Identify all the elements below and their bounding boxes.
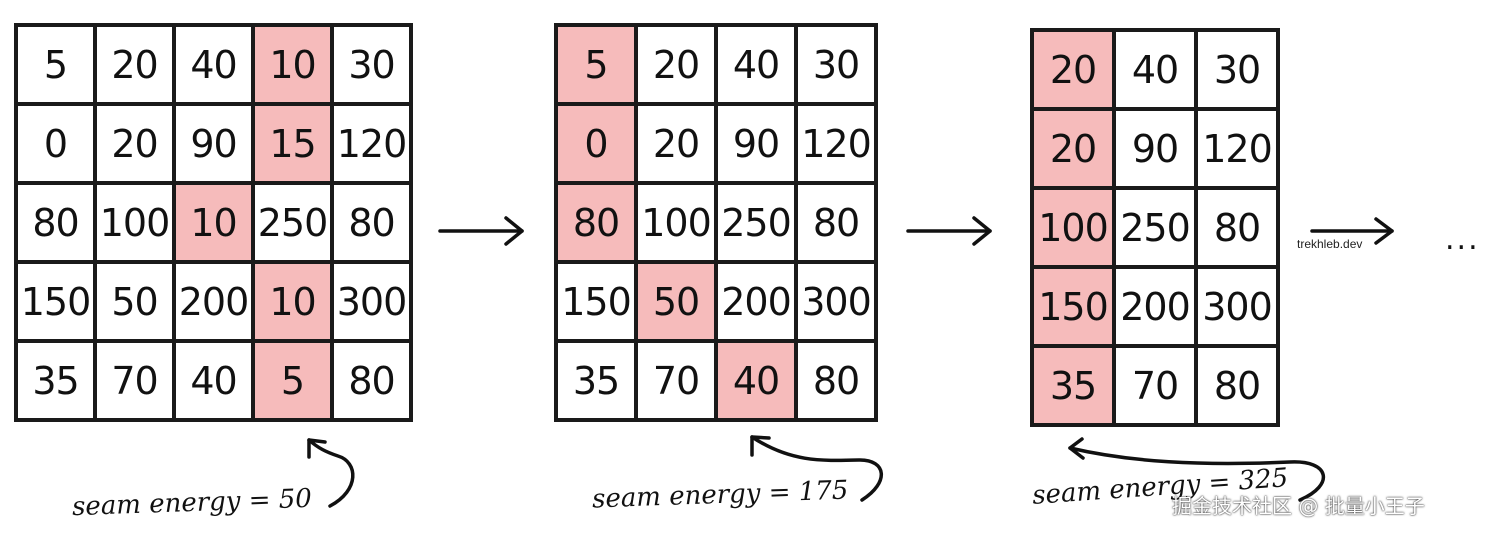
arrow-right-icon bbox=[1310, 217, 1394, 245]
grid-cell: 300 bbox=[798, 264, 878, 343]
seam-cell: 150 bbox=[1034, 269, 1116, 348]
grid-cell: 120 bbox=[1198, 111, 1280, 190]
grid-cell: 80 bbox=[334, 343, 413, 422]
seam-cell: 35 bbox=[1034, 348, 1116, 427]
grid-cell: 250 bbox=[718, 185, 798, 264]
grid-cell: 20 bbox=[97, 106, 176, 185]
grid-cell: 40 bbox=[1116, 32, 1198, 111]
arrow-right-icon bbox=[438, 216, 524, 246]
grid-cell: 70 bbox=[638, 343, 718, 422]
arrow-right-icon bbox=[906, 216, 992, 246]
seam-cell: 80 bbox=[558, 185, 638, 264]
grid-cell: 200 bbox=[176, 264, 255, 343]
seam-cell: 10 bbox=[255, 264, 334, 343]
curved-arrow-icon bbox=[307, 438, 355, 508]
grid-cell: 70 bbox=[97, 343, 176, 422]
grid-cell: 30 bbox=[1198, 32, 1280, 111]
grid-cell: 80 bbox=[1198, 348, 1280, 427]
grid-cell: 80 bbox=[798, 343, 878, 422]
seam-cell: 100 bbox=[1034, 190, 1116, 269]
curved-arrow-icon bbox=[750, 435, 883, 502]
watermark: 掘金技术社区 @ 批量小王子 bbox=[1172, 494, 1425, 518]
grid-cell: 90 bbox=[718, 106, 798, 185]
seam-cell: 0 bbox=[558, 106, 638, 185]
grid-cell: 5 bbox=[18, 27, 97, 106]
grid-cell: 300 bbox=[1198, 269, 1280, 348]
seam-cell: 15 bbox=[255, 106, 334, 185]
continuation-ellipsis: ... bbox=[1445, 222, 1480, 257]
curved-arrow-icon bbox=[1068, 437, 1326, 502]
grid-cell: 80 bbox=[334, 185, 413, 264]
grid-cell: 100 bbox=[638, 185, 718, 264]
grid-cell: 300 bbox=[334, 264, 413, 343]
grid-cell: 35 bbox=[558, 343, 638, 422]
grid-cell: 50 bbox=[97, 264, 176, 343]
grid-cell: 20 bbox=[638, 106, 718, 185]
seam-cell: 10 bbox=[176, 185, 255, 264]
grid-cell: 250 bbox=[1116, 190, 1198, 269]
grid-cell: 120 bbox=[798, 106, 878, 185]
grid-cell: 0 bbox=[18, 106, 97, 185]
grid-cell: 40 bbox=[176, 27, 255, 106]
grid-cell: 120 bbox=[334, 106, 413, 185]
grid-cell: 30 bbox=[798, 27, 878, 106]
grid-cell: 40 bbox=[718, 27, 798, 106]
seam-cell: 5 bbox=[255, 343, 334, 422]
site-label: trekhleb.dev bbox=[1297, 237, 1363, 251]
grid-cell: 100 bbox=[97, 185, 176, 264]
grid-cell: 40 bbox=[176, 343, 255, 422]
grid-cell: 20 bbox=[97, 27, 176, 106]
grid-cell: 30 bbox=[334, 27, 413, 106]
grid-cell: 90 bbox=[176, 106, 255, 185]
grid-cell: 250 bbox=[255, 185, 334, 264]
seam-cell: 10 bbox=[255, 27, 334, 106]
grid-cell: 90 bbox=[1116, 111, 1198, 190]
grid-cell: 200 bbox=[1116, 269, 1198, 348]
grid-cell: 20 bbox=[638, 27, 718, 106]
seam-cell: 5 bbox=[558, 27, 638, 106]
seam-cell: 20 bbox=[1034, 111, 1116, 190]
grid-cell: 200 bbox=[718, 264, 798, 343]
grid-cell: 35 bbox=[18, 343, 97, 422]
grid-cell: 80 bbox=[798, 185, 878, 264]
seam-cell: 20 bbox=[1034, 32, 1116, 111]
grid-cell: 80 bbox=[1198, 190, 1280, 269]
grid-cell: 80 bbox=[18, 185, 97, 264]
grid-cell: 150 bbox=[18, 264, 97, 343]
seam-cell: 50 bbox=[638, 264, 718, 343]
grid-cell: 150 bbox=[558, 264, 638, 343]
grid-cell: 70 bbox=[1116, 348, 1198, 427]
seam-cell: 40 bbox=[718, 343, 798, 422]
